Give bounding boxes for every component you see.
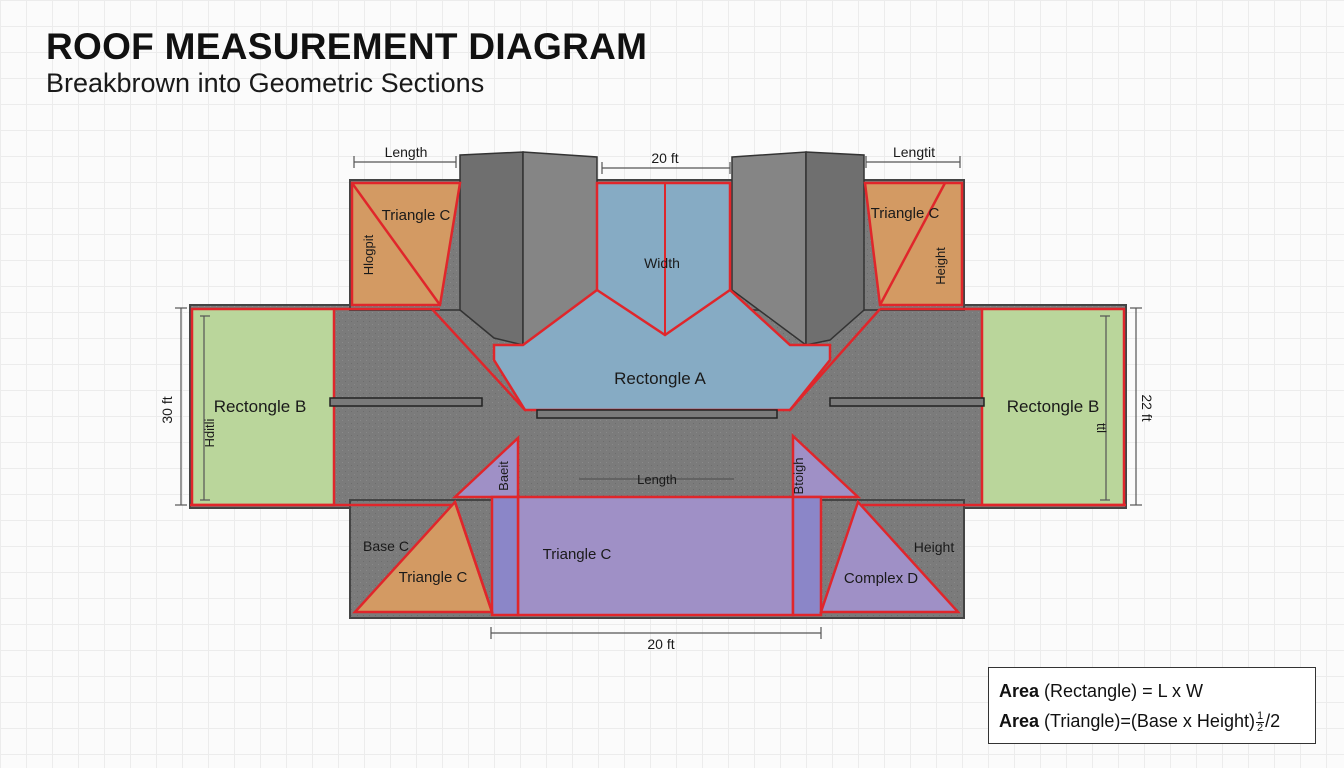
rectangle-formula-text: (Rectangle) = L x W [1044, 681, 1203, 701]
strip-right [791, 495, 823, 617]
dormer-left [459, 151, 598, 347]
rectangle-b-right [980, 307, 1126, 507]
triangle-c-top-right-diagonal [878, 182, 947, 306]
fraction-denominator: 2 [1256, 721, 1264, 734]
complex-d-label: Complex D [844, 570, 918, 587]
rectangle-b-left [190, 307, 336, 507]
small-triangle-right [791, 433, 862, 499]
triangle-c-center [516, 495, 795, 617]
complex-d [819, 499, 961, 614]
rectangle-b-right-label: Rectongle B [1007, 397, 1100, 416]
diagram-labels: Length 20 ft Lengtit 30 ft 22 ft 20 ft L… [159, 144, 1155, 652]
dim-bottom: 20 ft [647, 636, 674, 652]
strip-left [490, 495, 520, 617]
ridge-bars [329, 397, 985, 419]
triangle-formula-text: (Triangle)=(Base x Height) [1044, 711, 1255, 731]
rectangle-b-left-side-label: Hditli [202, 418, 217, 447]
height-br-label: Height [914, 539, 955, 555]
triangle-formula-tail: /2 [1265, 711, 1281, 731]
dim-center-length: Length [637, 472, 677, 487]
dormer-right [731, 151, 865, 347]
triangle-tr-side-label: Height [933, 247, 948, 285]
rectangle-formula-bold: Area [999, 681, 1040, 701]
page-subtitle: Breakbrown into Geometric Sections [46, 68, 485, 98]
rectangle-formula: Area (Rectangle) = L x W [999, 676, 1315, 706]
dim-right-height: 22 ft [1139, 394, 1155, 421]
triangle-c-top-left-diagonal [350, 182, 442, 306]
triangle-tr-label: Triangle C [871, 205, 940, 222]
dim-top-left-length: Length [385, 144, 428, 160]
page-title: ROOF MEASUREMENT DIAGRAM [46, 26, 648, 67]
rectangle-a-v [596, 288, 731, 337]
base-c-label: Base C [363, 538, 409, 554]
small-triangle-right-label: Btoigh [791, 458, 806, 495]
small-triangle-left [451, 435, 520, 499]
dim-top-center: 20 ft [651, 150, 678, 166]
rectangle-b-left-label: Rectongle B [214, 397, 307, 416]
small-triangle-left-label: Baeit [496, 461, 511, 491]
dim-left-height: 30 ft [159, 396, 175, 423]
rectangle-a-width-label: Width [644, 255, 680, 271]
dim-top-right-length: Lengtit [893, 144, 935, 160]
rectangle-a-label: Rectongle A [614, 369, 706, 388]
dimension-lines [175, 156, 1142, 639]
rectangle-b-right-side-label: ttl [1094, 423, 1109, 433]
triangle-c-bottom-left-edge [453, 501, 494, 613]
triangle-bl-label: Triangle C [399, 569, 468, 586]
area-formula-box: Area (Rectangle) = L x W Area (Triangle)… [988, 667, 1316, 744]
hip-lines [190, 307, 1126, 507]
triangle-formula-bold: Area [999, 711, 1040, 731]
triangle-tl-label: Triangle C [382, 207, 451, 224]
triangle-center-label: Triangle C [543, 546, 612, 563]
fraction-numerator: 1 [1255, 709, 1265, 723]
triangle-tl-side-label: Hlogpit [361, 234, 376, 275]
